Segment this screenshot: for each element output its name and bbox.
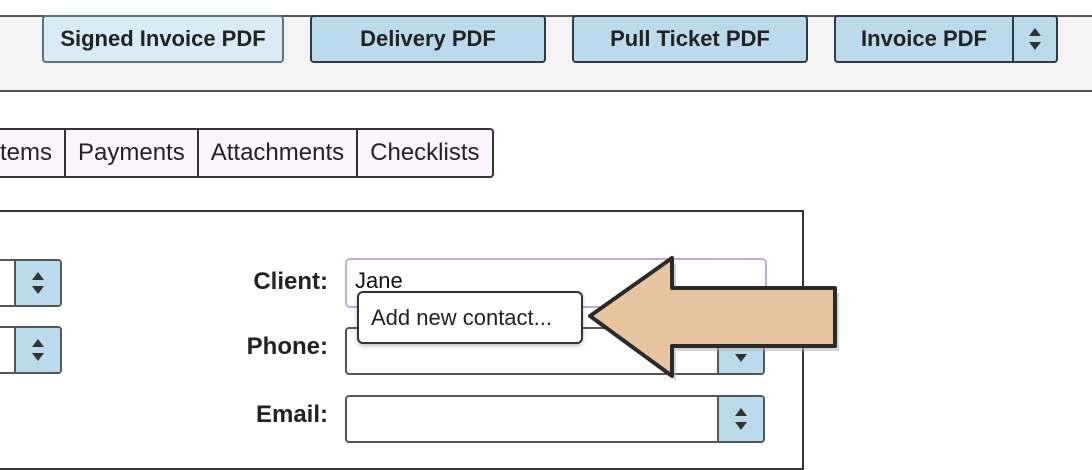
updown-icon [32, 272, 44, 294]
invoice-pdf-split-button: Invoice PDF [834, 15, 1058, 63]
updown-icon [32, 339, 44, 361]
email-label: Email: [255, 401, 328, 428]
callout-arrow-icon [580, 250, 845, 386]
pull-ticket-pdf-button[interactable]: Pull Ticket PDF [572, 15, 808, 63]
phone-label: Phone: [246, 333, 328, 360]
left-select-2[interactable] [0, 326, 62, 374]
tab-checklists[interactable]: Checklists [370, 139, 480, 166]
tab-attachments[interactable]: Attachments [199, 130, 359, 176]
email-field[interactable] [345, 395, 765, 443]
select-1-arrow[interactable] [14, 261, 60, 305]
tab-bar: tems Payments Attachments Checklists [0, 128, 494, 178]
select-2-arrow[interactable] [14, 328, 60, 372]
signed-invoice-pdf-button[interactable]: Signed Invoice PDF [42, 15, 284, 63]
add-new-contact-option[interactable]: Add new contact... [357, 291, 583, 344]
delivery-pdf-button[interactable]: Delivery PDF [310, 15, 546, 63]
invoice-pdf-options-button[interactable] [1014, 17, 1056, 61]
invoice-pdf-button[interactable]: Invoice PDF [836, 17, 1014, 61]
email-select-arrow[interactable] [717, 397, 763, 441]
left-select-1[interactable] [0, 259, 62, 307]
updown-icon [1029, 28, 1041, 50]
tab-payments[interactable]: Payments [66, 130, 199, 176]
client-label: Client: [253, 268, 328, 295]
tab-items[interactable]: tems [0, 130, 67, 176]
updown-icon [735, 408, 747, 430]
